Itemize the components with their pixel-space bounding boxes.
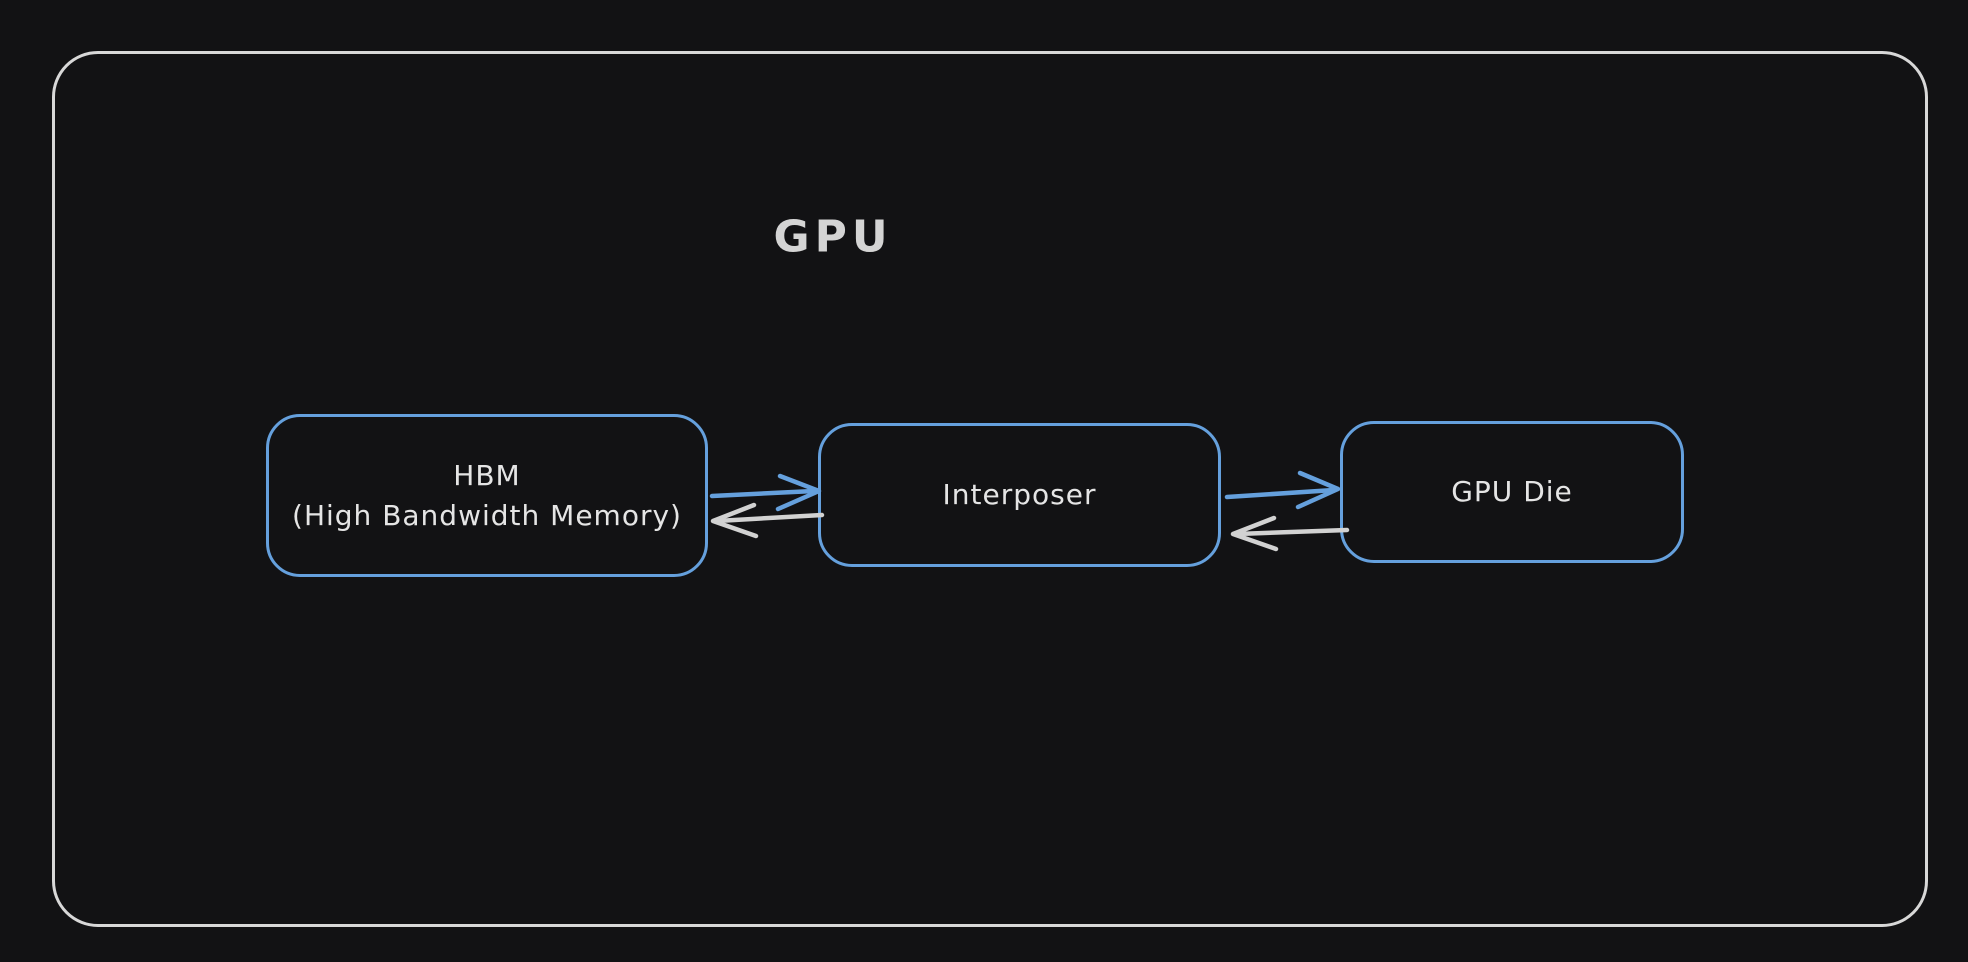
node-gpu-die-label: GPU Die xyxy=(1451,475,1573,508)
gpu-container-box xyxy=(52,51,1928,927)
node-hbm: HBM (High Bandwidth Memory) xyxy=(266,414,708,577)
gpu-container-label: GPU xyxy=(773,211,893,263)
node-hbm-subtitle: (High Bandwidth Memory) xyxy=(292,498,682,532)
node-hbm-title: HBM xyxy=(453,458,521,492)
node-gpu-die: GPU Die xyxy=(1340,421,1684,563)
node-interposer: Interposer xyxy=(818,423,1221,567)
node-interposer-label: Interposer xyxy=(942,478,1097,511)
